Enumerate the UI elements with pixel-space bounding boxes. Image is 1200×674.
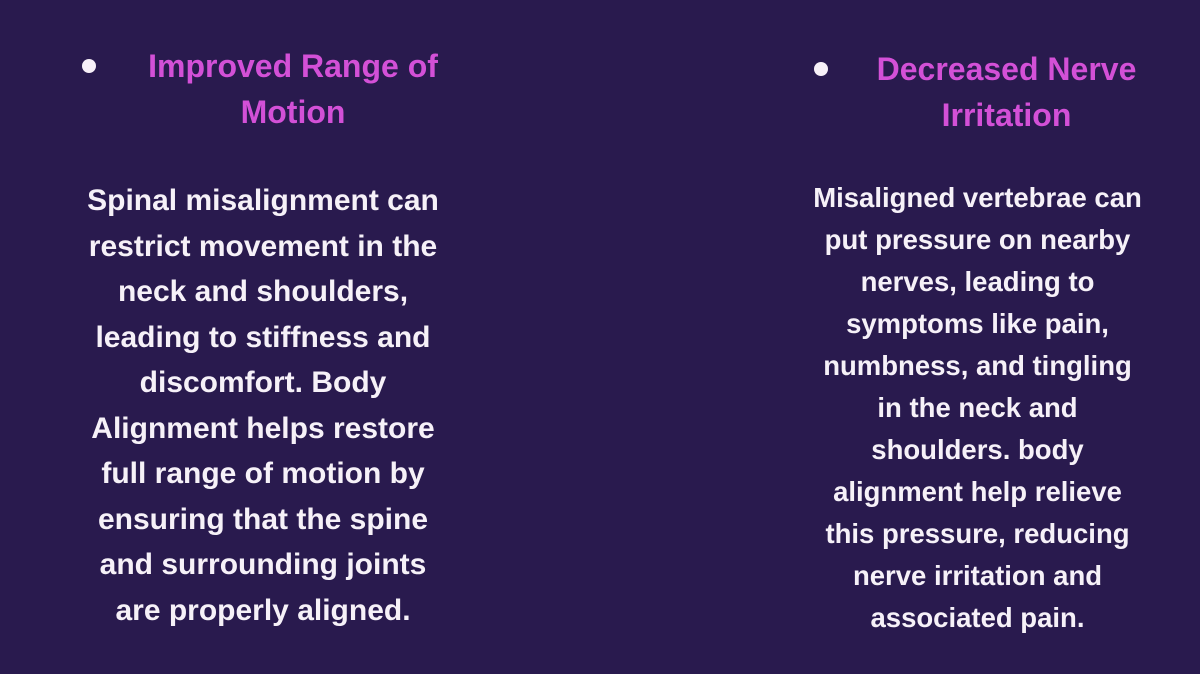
benefit-heading-row: Improved Range of Motion bbox=[56, 43, 470, 135]
benefit-title: Decreased Nerve Irritation bbox=[876, 51, 1137, 133]
bullet-icon bbox=[82, 59, 96, 73]
benefit-heading-row: Decreased Nerve Irritation bbox=[795, 46, 1160, 138]
benefit-card-decreased-nerve-irritation: Decreased Nerve Irritation Misaligned ve… bbox=[795, 46, 1160, 639]
benefit-card-improved-range-of-motion: Improved Range of Motion Spinal misalign… bbox=[56, 43, 470, 633]
benefit-description: Misaligned vertebrae can put pressure on… bbox=[813, 182, 1142, 633]
benefit-description: Spinal misalignment can restrict movemen… bbox=[87, 184, 439, 627]
bullet-icon bbox=[814, 62, 828, 76]
benefit-title: Improved Range of Motion bbox=[148, 48, 438, 130]
